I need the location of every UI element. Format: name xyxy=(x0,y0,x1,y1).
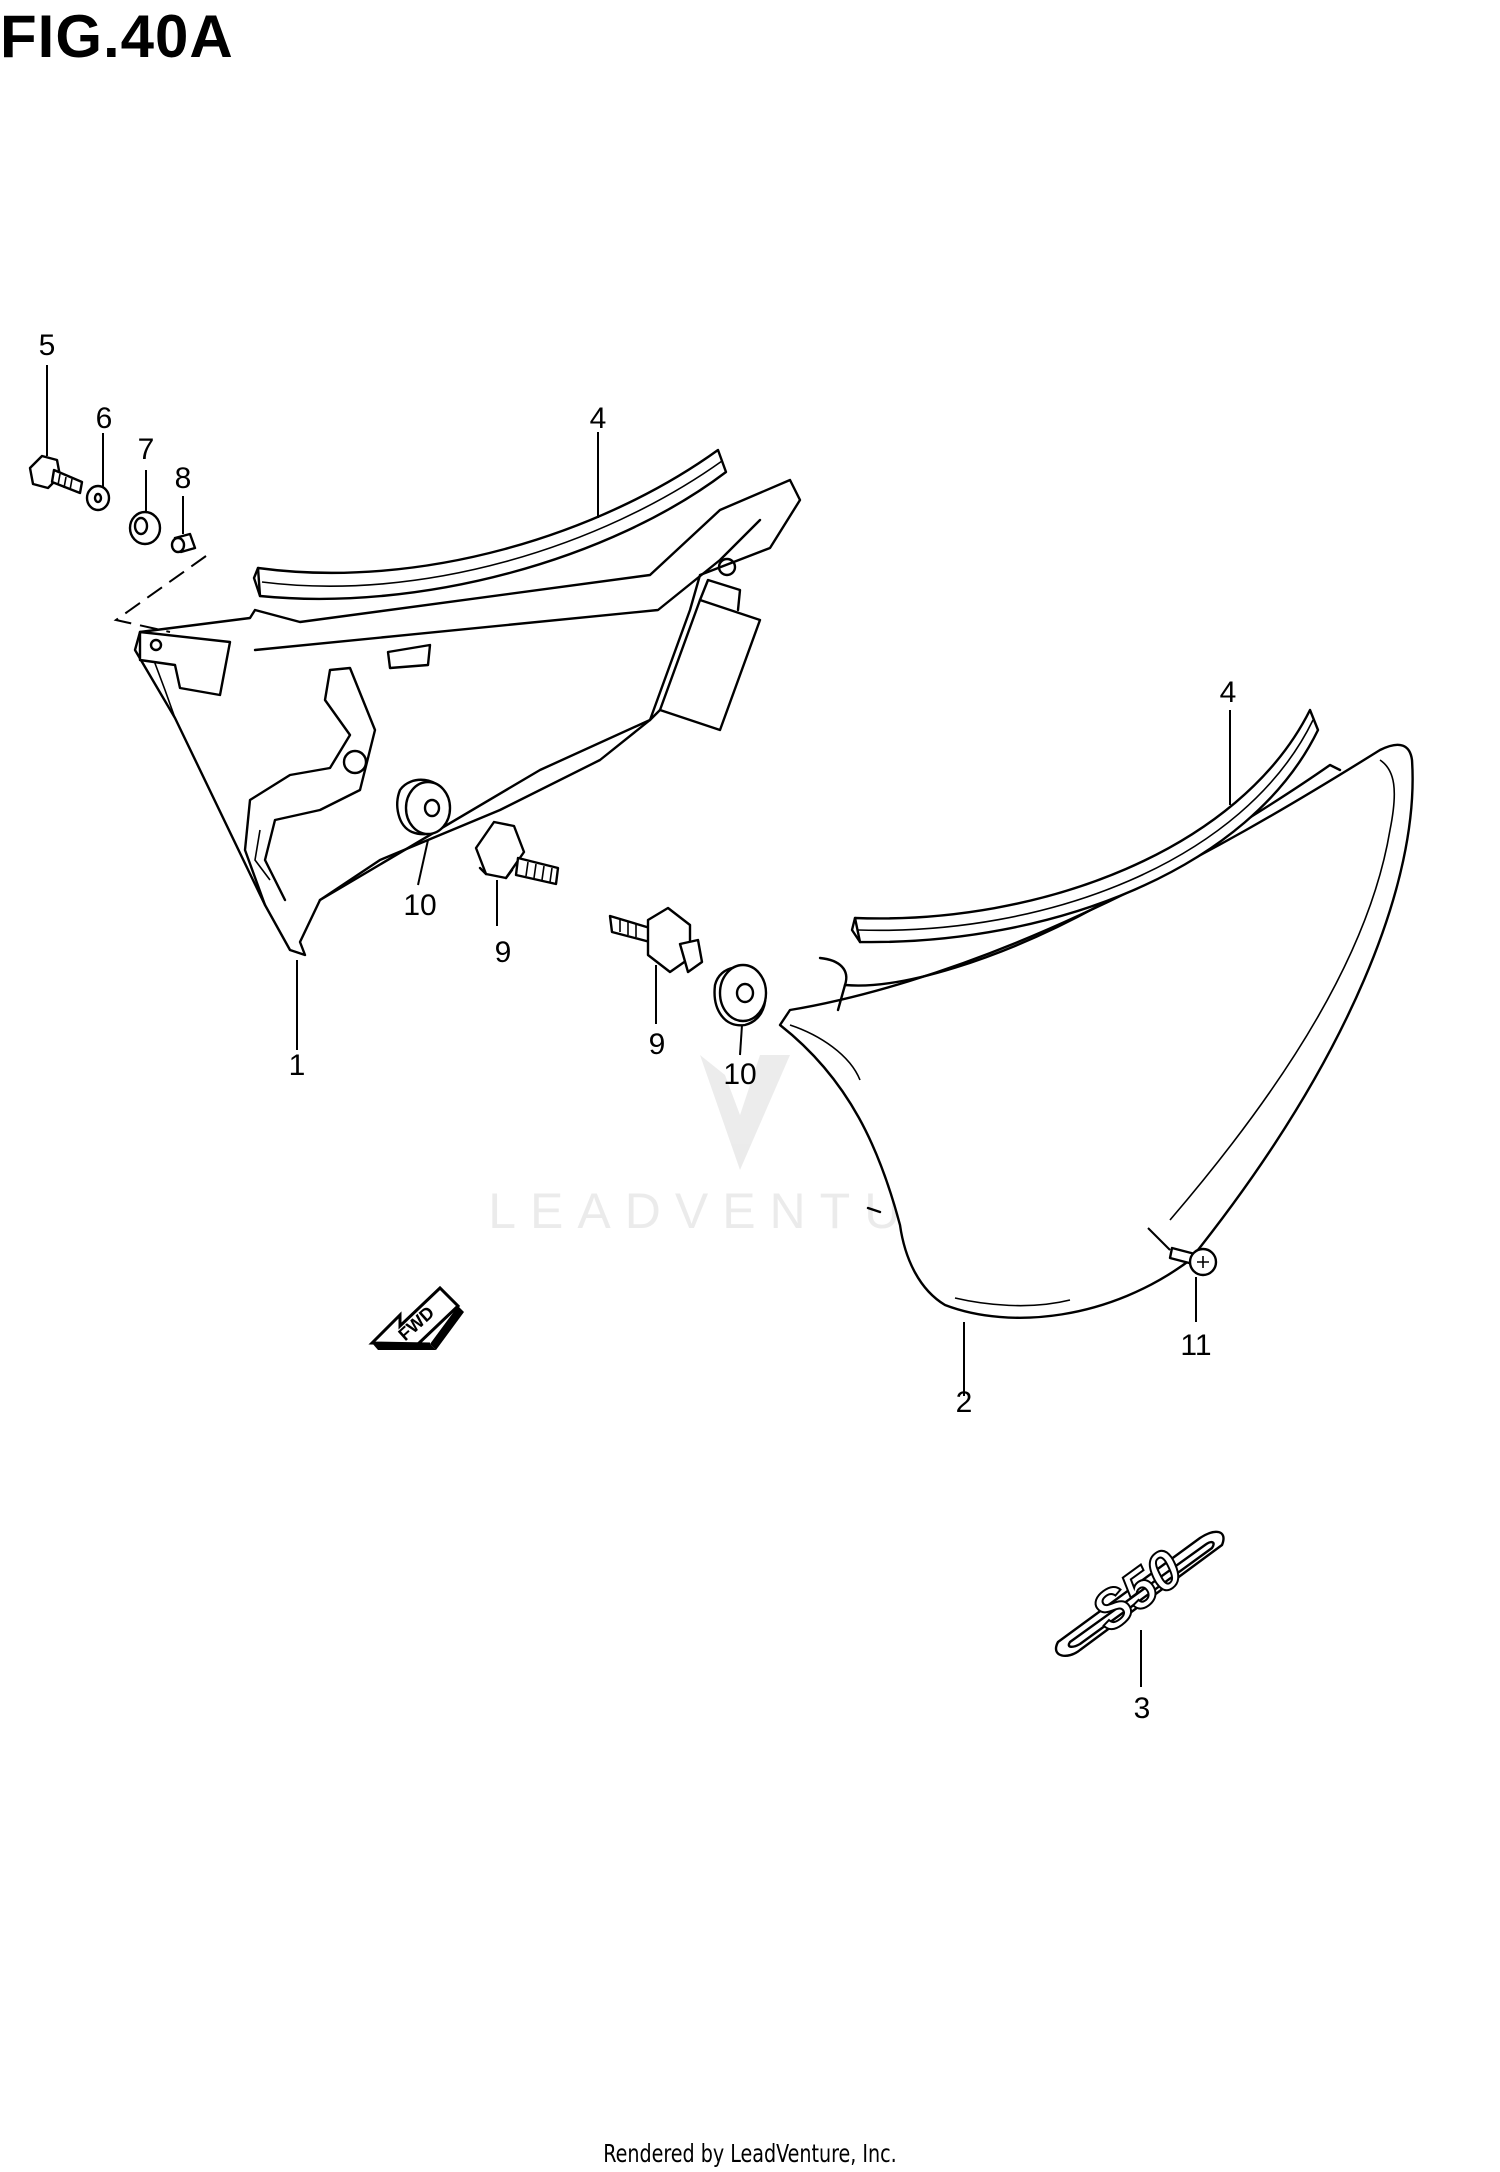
callout-8: 8 xyxy=(175,462,192,495)
leader-lines xyxy=(46,365,1231,1687)
watermark-logo-icon xyxy=(700,1055,790,1170)
callout-11: 11 xyxy=(1180,1329,1211,1362)
part-6-washer xyxy=(85,484,111,512)
part-10-grommet-right xyxy=(713,963,768,1027)
callout-2: 2 xyxy=(956,1386,973,1419)
part-2-right-side-cover xyxy=(778,743,1414,1319)
part-7-grommet xyxy=(128,510,162,546)
part-9-fastener-left xyxy=(474,820,560,886)
callout-7: 7 xyxy=(138,433,155,466)
callout-10-right: 10 xyxy=(723,1058,756,1091)
part-5-bolt xyxy=(28,454,84,495)
callout-numbers: 1 2 3 4 4 5 6 7 8 9 9 10 10 11 xyxy=(39,329,1237,1725)
part-11-screw xyxy=(1168,1246,1218,1277)
footer-credit: Rendered by LeadVenture, Inc. xyxy=(603,2139,897,2168)
part-9-fastener-right xyxy=(608,906,704,974)
part-4-upper-trim-strip-right xyxy=(850,708,1320,944)
callout-9-left: 9 xyxy=(495,936,512,969)
part-3-emblem: S50 xyxy=(1054,1530,1225,1658)
callout-1: 1 xyxy=(289,1049,306,1082)
callout-9-right: 9 xyxy=(649,1028,666,1061)
part-4-upper-trim-strip xyxy=(252,448,728,601)
part-8-collar xyxy=(170,532,197,554)
part-1-left-side-cover xyxy=(133,478,802,957)
callout-6: 6 xyxy=(96,402,113,435)
callout-10-left: 10 xyxy=(403,889,436,922)
callout-4-left: 4 xyxy=(590,402,607,435)
callout-3: 3 xyxy=(1134,1692,1151,1725)
assembly-dashed-line xyxy=(113,555,207,633)
fwd-direction-arrow: FWD xyxy=(368,1285,464,1350)
part-10-grommet-left xyxy=(396,778,452,836)
figure-title: FIG.40A xyxy=(0,3,234,70)
callout-4-right: 4 xyxy=(1220,676,1237,709)
callout-5: 5 xyxy=(39,329,56,362)
